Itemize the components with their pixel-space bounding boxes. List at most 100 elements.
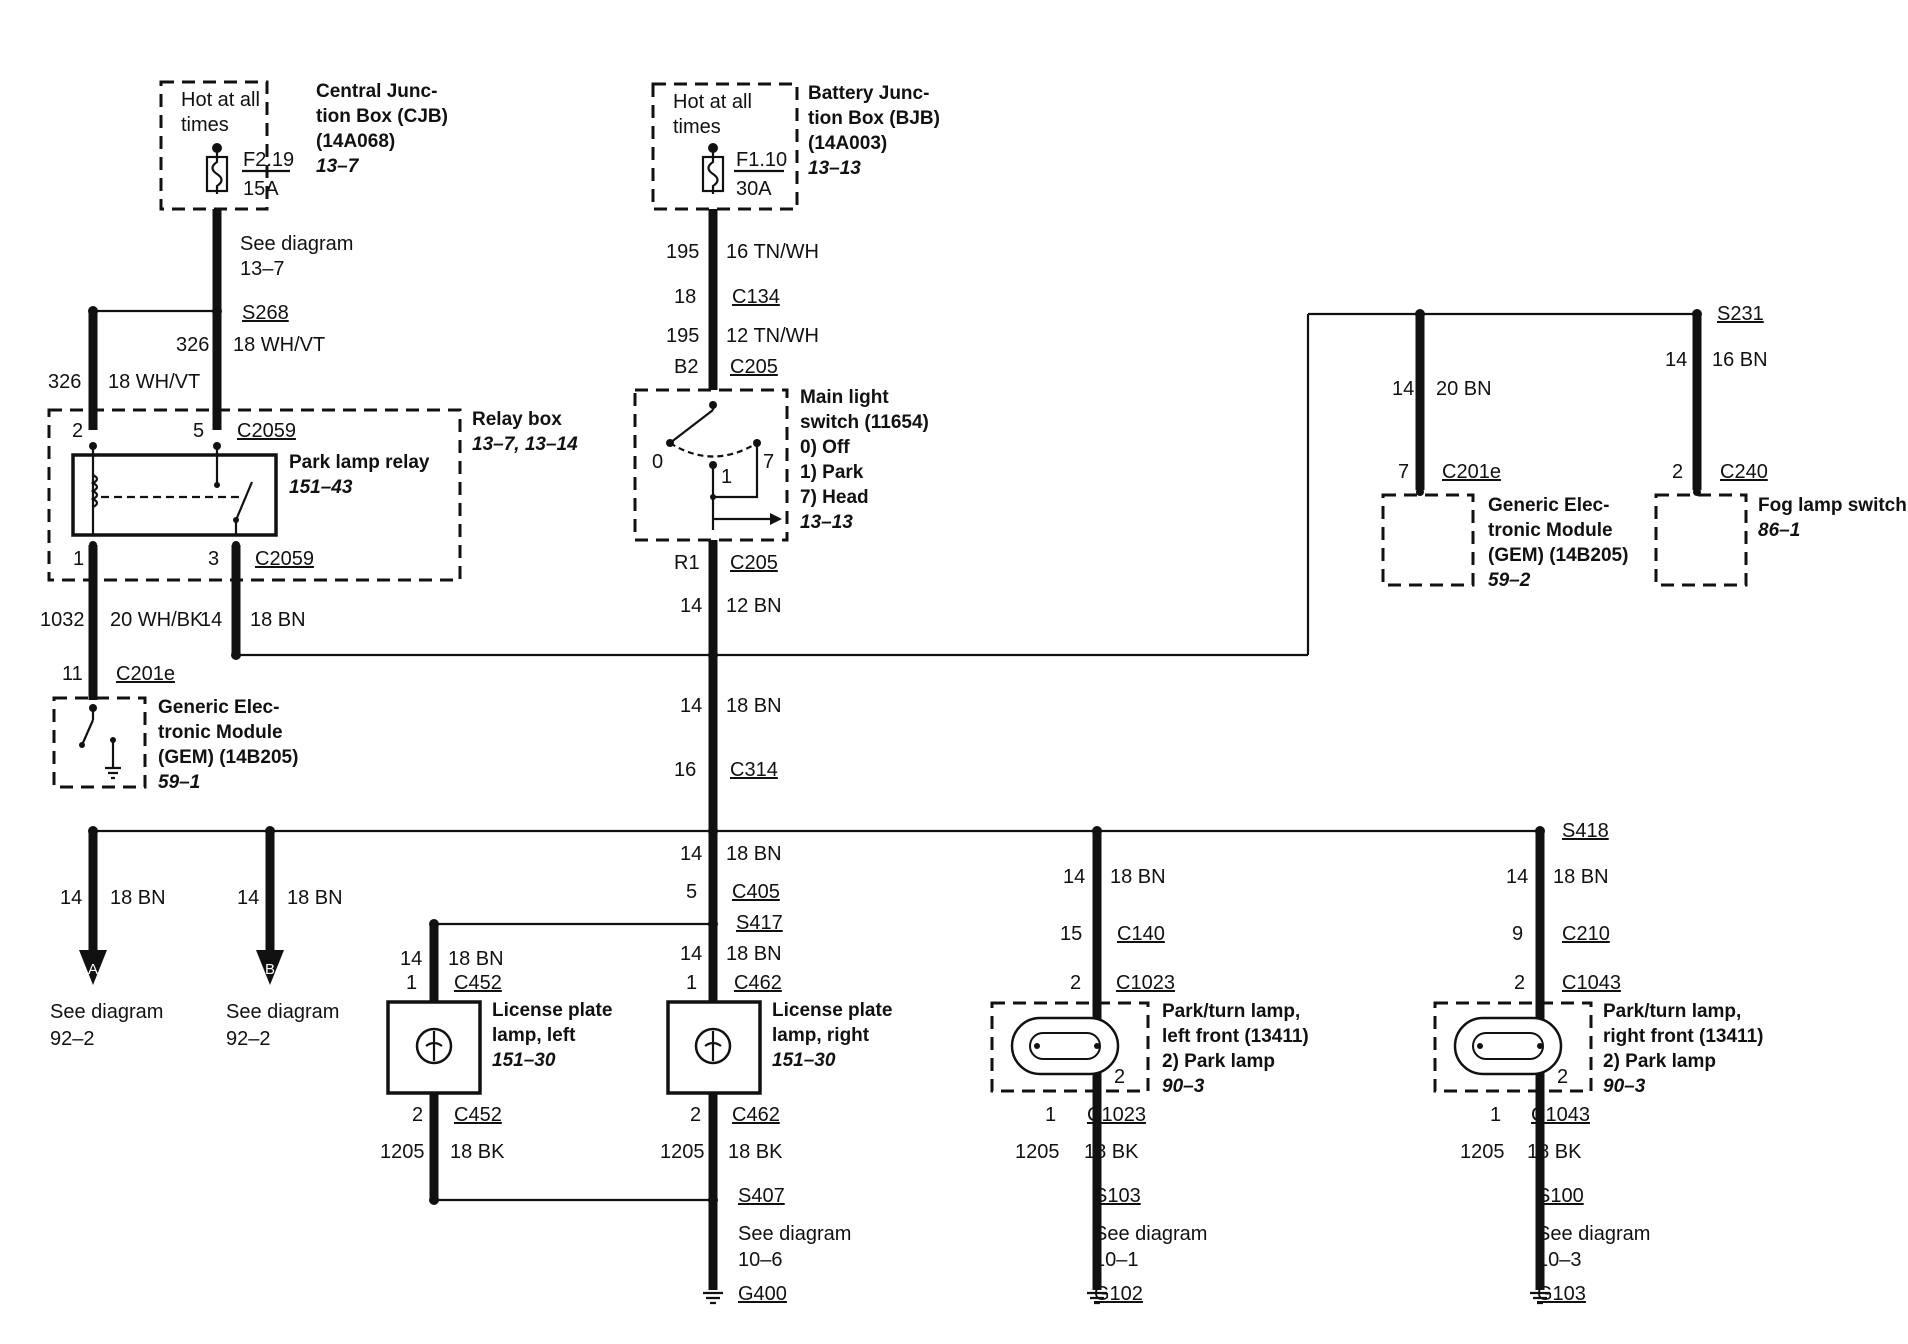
ground-icon xyxy=(1087,1291,1107,1305)
svg-text:(14A068): (14A068) xyxy=(316,131,395,152)
svg-text:(GEM) (14B205): (GEM) (14B205) xyxy=(158,747,298,768)
svg-text:See diagram: See diagram xyxy=(1094,1223,1207,1245)
s231-branch: S231 14 20 BN 14 16 BN 7 C201e 2 C240 xyxy=(1308,303,1768,490)
svg-text:18 BK: 18 BK xyxy=(450,1141,505,1163)
svg-text:C405: C405 xyxy=(732,881,780,903)
svg-text:7: 7 xyxy=(763,451,774,473)
svg-text:License plate: License plate xyxy=(492,1000,612,1021)
svg-text:1205: 1205 xyxy=(1015,1141,1060,1163)
svg-text:18: 18 xyxy=(674,286,696,308)
svg-text:18 BN: 18 BN xyxy=(1110,866,1166,888)
svg-text:F2.19: F2.19 xyxy=(243,149,294,171)
see-diagram-13-7: See diagram 13–7 xyxy=(240,233,353,280)
svg-text:B: B xyxy=(265,961,275,978)
svg-text:14: 14 xyxy=(200,609,222,631)
svg-text:18 BN: 18 BN xyxy=(110,887,166,909)
svg-text:20 WH/BK: 20 WH/BK xyxy=(110,609,204,631)
svg-text:195: 195 xyxy=(666,241,699,263)
svg-text:1032: 1032 xyxy=(40,609,85,631)
svg-text:C452: C452 xyxy=(454,972,502,994)
svg-text:C240: C240 xyxy=(1720,461,1768,483)
svg-text:C2059: C2059 xyxy=(255,548,314,570)
svg-text:2: 2 xyxy=(72,420,83,442)
lamp-bulb-icon xyxy=(1010,1016,1120,1076)
svg-text:2: 2 xyxy=(1070,972,1081,994)
svg-text:18 BN: 18 BN xyxy=(726,843,782,865)
svg-text:5: 5 xyxy=(686,881,697,903)
lamp-bulb-icon xyxy=(1453,1016,1563,1076)
svg-text:1: 1 xyxy=(1490,1104,1501,1126)
svg-text:59–2: 59–2 xyxy=(1488,570,1531,591)
svg-text:Fog lamp switch: Fog lamp switch xyxy=(1758,495,1907,516)
svg-text:14: 14 xyxy=(680,943,702,965)
svg-text:See diagram: See diagram xyxy=(738,1223,851,1245)
svg-text:14: 14 xyxy=(1665,349,1687,371)
svg-text:0) Off: 0) Off xyxy=(800,437,850,458)
svg-text:14: 14 xyxy=(1506,866,1528,888)
svg-text:Central Junc-: Central Junc- xyxy=(316,81,437,102)
svg-text:S407: S407 xyxy=(738,1185,785,1207)
license-plate-lamp-left: 14 18 BN 1 C452 License plate lamp, left… xyxy=(380,919,713,1205)
svg-text:14: 14 xyxy=(60,887,82,909)
svg-text:16: 16 xyxy=(674,759,696,781)
svg-text:14: 14 xyxy=(1063,866,1085,888)
svg-text:S231: S231 xyxy=(1717,303,1764,325)
svg-text:B2: B2 xyxy=(674,356,698,378)
gem-module-left: Generic Elec- tronic Module (GEM) (14B20… xyxy=(52,696,298,793)
svg-text:C1023: C1023 xyxy=(1087,1104,1146,1126)
svg-text:18 WH/VT: 18 WH/VT xyxy=(233,334,325,356)
svg-text:2: 2 xyxy=(1114,1066,1125,1088)
svg-text:9: 9 xyxy=(1512,923,1523,945)
svg-text:1) Park: 1) Park xyxy=(800,462,864,483)
svg-text:lamp, left: lamp, left xyxy=(492,1025,576,1046)
svg-text:C201e: C201e xyxy=(1442,461,1501,483)
svg-text:86–1: 86–1 xyxy=(1758,520,1800,541)
svg-text:5: 5 xyxy=(193,420,204,442)
svg-text:12 BN: 12 BN xyxy=(726,595,782,617)
svg-text:C210: C210 xyxy=(1562,923,1610,945)
svg-text:90–3: 90–3 xyxy=(1162,1076,1205,1097)
svg-text:tion Box (CJB): tion Box (CJB) xyxy=(316,106,448,127)
park-turn-lamp-right-front: S418 14 18 BN 9 C210 2 C1043 2 Park/turn… xyxy=(1433,820,1763,1305)
svg-text:16 TN/WH: 16 TN/WH xyxy=(726,241,819,263)
svg-text:See diagram: See diagram xyxy=(50,1001,163,1023)
svg-text:18 BN: 18 BN xyxy=(287,887,343,909)
svg-text:18 BN: 18 BN xyxy=(726,943,782,965)
svg-text:Generic Elec-: Generic Elec- xyxy=(1488,495,1609,516)
svg-text:14: 14 xyxy=(1392,378,1414,400)
connector-a: A 14 18 BN See diagram 92–2 xyxy=(50,826,166,1050)
svg-text:G103: G103 xyxy=(1537,1283,1586,1305)
svg-text:2: 2 xyxy=(690,1104,701,1126)
svg-text:License plate: License plate xyxy=(772,1000,892,1021)
svg-text:C205: C205 xyxy=(730,356,778,378)
svg-text:Park/turn lamp,: Park/turn lamp, xyxy=(1603,1001,1741,1022)
svg-text:A: A xyxy=(88,961,98,978)
svg-text:3: 3 xyxy=(208,548,219,570)
ground-icon xyxy=(1530,1291,1550,1305)
svg-text:C1023: C1023 xyxy=(1116,972,1175,994)
svg-text:S100: S100 xyxy=(1537,1185,1584,1207)
svg-text:1205: 1205 xyxy=(380,1141,425,1163)
svg-text:16 BN: 16 BN xyxy=(1712,349,1768,371)
main-light-switch: 0 1 7 Main light switch (11654) 0) Off 1… xyxy=(633,387,929,542)
svg-text:151–43: 151–43 xyxy=(289,477,353,498)
svg-text:2: 2 xyxy=(412,1104,423,1126)
svg-text:See diagram: See diagram xyxy=(1537,1223,1650,1245)
svg-text:1205: 1205 xyxy=(1460,1141,1505,1163)
svg-text:1205: 1205 xyxy=(660,1141,705,1163)
svg-text:0: 0 xyxy=(652,451,663,473)
svg-text:2: 2 xyxy=(1514,972,1525,994)
bjb-fuse-block: Hot at all times F1.10 30A Battery Junc-… xyxy=(651,82,940,211)
fog-lamp-switch: Fog lamp switch 86–1 xyxy=(1654,488,1907,587)
svg-text:C134: C134 xyxy=(732,286,780,308)
svg-text:C2059: C2059 xyxy=(237,420,296,442)
svg-text:13–7: 13–7 xyxy=(240,258,285,280)
svg-text:lamp, right: lamp, right xyxy=(772,1025,870,1046)
svg-text:times: times xyxy=(673,116,721,138)
svg-text:tion Box (BJB): tion Box (BJB) xyxy=(808,108,940,129)
svg-text:18 BN: 18 BN xyxy=(726,695,782,717)
svg-text:G102: G102 xyxy=(1094,1283,1143,1305)
svg-text:18 BN: 18 BN xyxy=(250,609,306,631)
svg-text:times: times xyxy=(181,114,229,136)
svg-text:18 WH/VT: 18 WH/VT xyxy=(108,371,200,393)
